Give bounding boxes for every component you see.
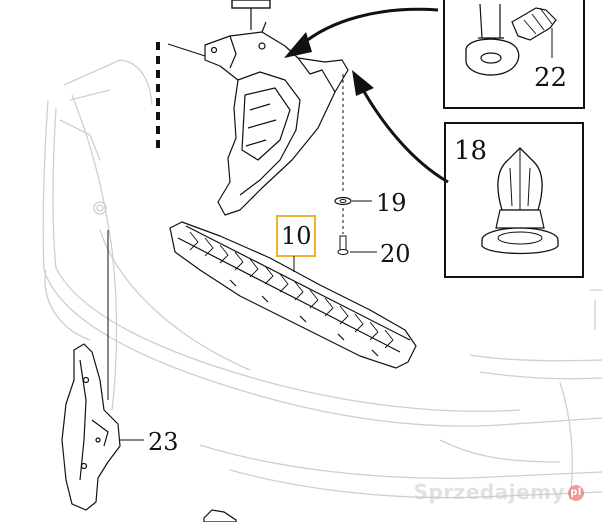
callout-10: 10 [276, 215, 316, 272]
part-22-label-box [231, 0, 271, 30]
callout-23-text: 23 [148, 428, 179, 456]
watermark-badge: pl [568, 485, 584, 501]
bumper-outline [42, 59, 602, 501]
arrow-to-inset-22 [284, 7, 439, 58]
arrow-to-inset-18 [352, 70, 449, 184]
callout-23: 23 [120, 428, 179, 456]
callout-22-text: 22 [534, 63, 567, 93]
callout-19-text: 19 [376, 189, 407, 217]
bolt-20: 20 [337, 235, 411, 268]
callout-10-text: 10 [281, 222, 312, 250]
watermark-text: Sprzedajemy [413, 480, 565, 504]
side-bracket-23 [61, 343, 121, 511]
callout-20-text: 20 [380, 240, 411, 268]
bottom-clip-fragment [203, 509, 237, 522]
reinforcement-bar [169, 221, 417, 369]
inset-detail-18: 18 [444, 122, 584, 278]
washer-19: 19 [334, 189, 407, 217]
dash-marker [156, 42, 206, 148]
callout-18-text: 18 [454, 136, 487, 166]
upper-mounting-bracket [204, 21, 349, 216]
inset-detail-22: 22 [443, 0, 585, 109]
